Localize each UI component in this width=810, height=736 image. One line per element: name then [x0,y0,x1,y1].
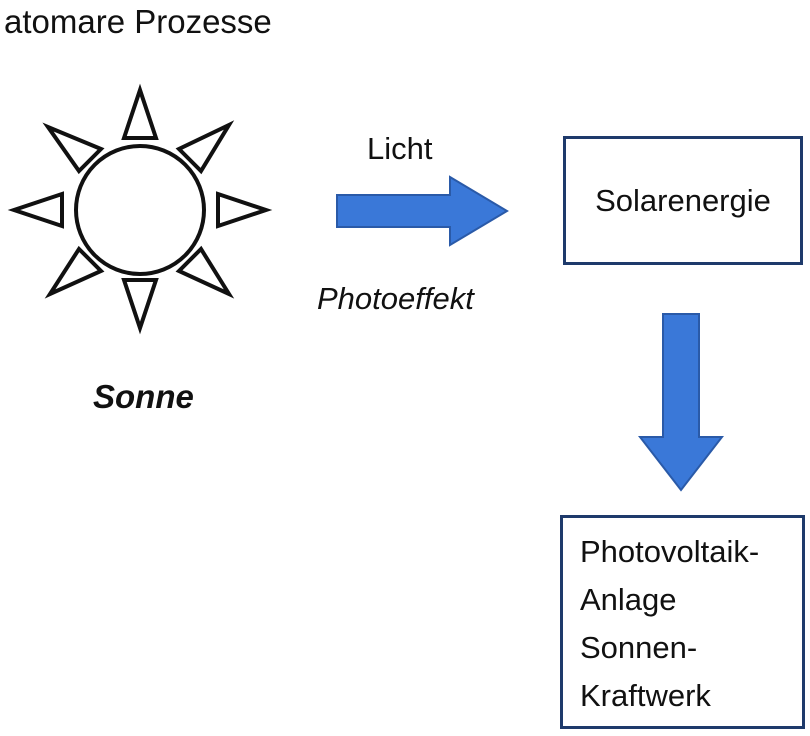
box-photovoltaik: Photovoltaik- Anlage Sonnen- Kraftwerk [560,515,805,729]
sun-ray-bottom [121,278,159,335]
sun-ray-right [216,191,273,229]
box-pv-line-1: Photovoltaik- [580,534,760,569]
arrow-right-icon [336,175,509,247]
arrow-right-shape [336,175,509,247]
box-solarenergie: Solarenergie [563,136,803,265]
arrow-label-licht: Licht [367,131,433,166]
sun-circle [74,144,206,276]
box-solarenergie-text: Solarenergie [595,182,771,218]
sun-ray-bottom-right [175,245,235,299]
sun-label: Sonne [93,378,194,415]
box-pv-line-3: Sonnen- [580,630,698,665]
sun-ray-left [7,191,64,229]
arrow-down-icon [638,313,724,492]
arrow-down-shape [638,313,724,492]
sun-icon [7,83,273,335]
arrow-label-photoeffekt: Photoeffekt [317,281,474,316]
box-pv-line-2: Anlage [580,582,677,617]
diagram-title: atomare Prozesse [4,3,272,40]
sun-ray-top-left [42,122,105,175]
sun-ray-top [121,83,159,140]
sun-ray-top-right [175,120,235,175]
box-pv-line-4: Kraftwerk [580,678,711,713]
sun-ray-bottom-left [44,245,105,299]
